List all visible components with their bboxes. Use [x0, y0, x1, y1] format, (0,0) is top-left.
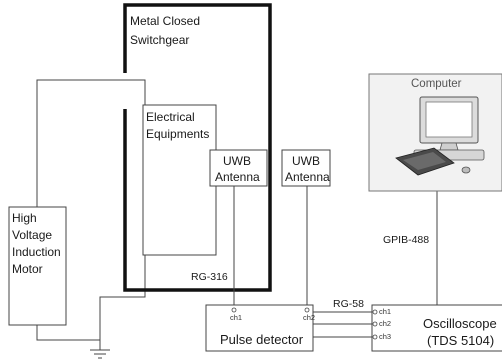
oscilloscope-label-line1: Oscilloscope: [423, 316, 497, 331]
motor-label-line2: Voltage: [12, 228, 53, 242]
motor-box: [8, 206, 67, 326]
oscilloscope-port-ch2: [372, 321, 378, 327]
oscilloscope-port-ch3: [372, 334, 378, 340]
pulse-detector-port-ch2: [304, 307, 310, 313]
antenna1-label-line1: UWB: [223, 154, 251, 168]
antenna2-label-line1: UWB: [292, 154, 320, 168]
antenna1-box: [209, 149, 268, 187]
oscilloscope-ch2-label: ch2: [379, 319, 392, 328]
pulse-detector-port-ch1: [231, 307, 237, 313]
desktop-computer-icon: [395, 96, 485, 176]
antenna1-label-line2: Antenna: [215, 170, 260, 184]
motor-label-line3: Induction: [12, 245, 61, 259]
antenna2-box: [281, 149, 331, 187]
oscilloscope-box: [371, 304, 502, 352]
switchgear-label-line1: Metal Closed: [130, 14, 201, 28]
cable-rg316-label: RG-316: [191, 271, 228, 283]
power-wire-top: [36, 79, 146, 207]
computer-label: Computer: [411, 78, 462, 90]
electrical-label-line2: Equipments: [146, 127, 210, 141]
electrical-label-line1: Electrical: [146, 110, 195, 124]
cable-rg58-label: RG-58: [333, 298, 364, 310]
pulse-detector-box: [205, 304, 314, 352]
antenna2-label-line2: Antenna: [285, 170, 330, 184]
motor-label-line1: High: [12, 211, 37, 225]
oscilloscope-port-ch1: [372, 309, 378, 315]
cable-gpib-label: GPIB-488: [383, 234, 430, 246]
oscilloscope-ch3-label: ch3: [379, 332, 392, 341]
pulse-detector-label: Pulse detector: [220, 332, 304, 347]
switchgear-label-line2: Switchgear: [130, 33, 190, 47]
oscilloscope-label-line2: (TDS 5104): [427, 333, 495, 348]
oscilloscope-ch1-label: ch1: [379, 307, 392, 316]
pulse-detector-port-ch1-label: ch1: [230, 313, 243, 322]
pulse-detector-port-ch2-label: ch2: [303, 313, 316, 322]
electrical-equipments-box: [142, 104, 217, 256]
motor-label-line4: Motor: [12, 262, 43, 276]
switchgear-enclosure: [123, 3, 272, 292]
ground-symbol-icon: [90, 349, 110, 359]
